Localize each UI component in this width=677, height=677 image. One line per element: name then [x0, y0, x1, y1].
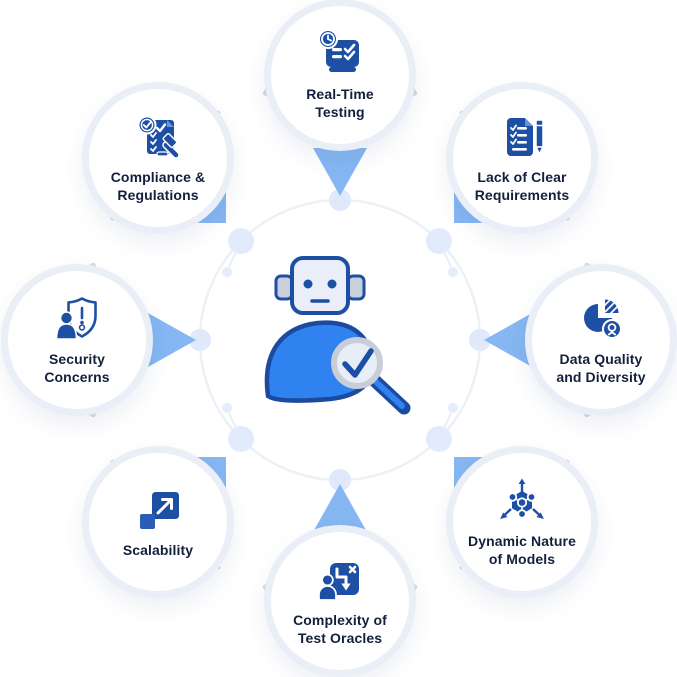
robot-head [290, 256, 350, 315]
center-pointers [148, 148, 532, 532]
ring-dot [329, 189, 351, 211]
ring-satellite-dot [448, 267, 458, 277]
node-label-line: Regulations [117, 186, 199, 203]
node-label: Complexity of Test Oracles [293, 612, 387, 646]
pie-chart-badge-icon [574, 294, 628, 344]
node-label: Dynamic Nature of Models [468, 533, 576, 567]
pointer-from-right [484, 313, 532, 367]
certificate-gavel-icon [131, 112, 185, 162]
node-compliance-regulations: Compliance & Regulations [82, 82, 234, 234]
magnifier-lens [331, 337, 383, 389]
pointer-from-left [148, 313, 196, 367]
checkmark [342, 348, 374, 378]
ring-dot [426, 426, 452, 452]
node-label-line: Concerns [44, 368, 110, 385]
ring-dot [426, 228, 452, 254]
node-label-line: Testing [315, 103, 365, 120]
node-real-time-testing: Real-Time Testing [264, 0, 416, 151]
node-label-line: and Diversity [556, 368, 646, 385]
pointer-from-top-left [188, 185, 226, 223]
node-label-line: of Models [488, 550, 556, 567]
shield-user-icon [50, 294, 104, 344]
node-label-line: Real-Time [306, 86, 374, 103]
node-label: Security Concerns [44, 351, 109, 385]
pointer-from-bottom-right [454, 457, 492, 495]
node-label-line: Compliance & [110, 169, 206, 186]
molecule-arrows-icon [495, 476, 549, 526]
node-lack-of-clear-requirements: Lack of Clear Requirements [446, 82, 598, 234]
clock-checklist-icon [313, 29, 367, 79]
ring-dot [228, 426, 254, 452]
node-security-concerns: Security Concerns [1, 264, 153, 416]
ring-dot [469, 329, 491, 351]
node-label: Lack of Clear Requirements [475, 169, 570, 203]
expand-squares-icon [131, 485, 185, 535]
pointer-from-bottom-left [188, 457, 226, 495]
node-label: Scalability [123, 542, 193, 559]
pointer-from-bottom [313, 484, 367, 532]
robot-ear-left [274, 274, 294, 301]
node-label: Data Quality and Diversity [556, 351, 645, 385]
ring-satellite-dot [222, 403, 232, 413]
ring-dot [329, 469, 351, 491]
node-label-line: Scalability [122, 541, 194, 558]
pointer-from-top-right [454, 185, 492, 223]
ring-dot [189, 329, 211, 351]
node-label-line: Complexity of [293, 612, 387, 629]
node-label-line: Test Oracles [297, 629, 383, 646]
ring-satellite-dot [448, 403, 458, 413]
node-dynamic-nature-of-models: Dynamic Nature of Models [446, 446, 598, 598]
node-label: Real-Time Testing [306, 86, 374, 120]
node-label-line: Data Quality [559, 351, 643, 368]
node-label-line: Security [48, 351, 106, 368]
node-label-line: Dynamic Nature [468, 533, 576, 550]
node-label-line: Lack of Clear [477, 169, 567, 186]
pointer-from-top [313, 148, 367, 196]
node-complexity-of-test-oracles: Complexity of Test Oracles [264, 525, 416, 677]
robot-ear-right [346, 274, 366, 301]
ring-dot [228, 228, 254, 254]
robot-magnifier-illustration [264, 256, 411, 415]
document-pencil-icon [495, 112, 549, 162]
node-scalability: Scalability [82, 446, 234, 598]
strategy-path-icon [313, 555, 367, 605]
ring-satellite-dot [222, 267, 232, 277]
node-label-line: Requirements [474, 186, 570, 203]
node-label: Compliance & Regulations [111, 169, 206, 203]
node-data-quality-and-diversity: Data Quality and Diversity [525, 264, 677, 416]
